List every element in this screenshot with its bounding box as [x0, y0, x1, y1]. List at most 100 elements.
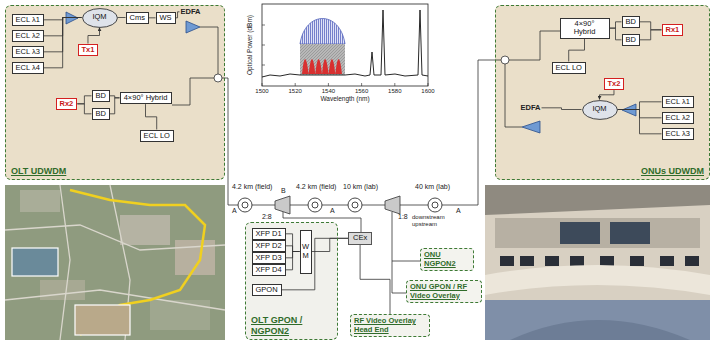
lab-photo — [630, 256, 644, 266]
component-box: ECL λ1 — [662, 96, 694, 109]
optical-path — [222, 60, 501, 205]
port-letter: A — [456, 207, 461, 214]
fiber-spool — [432, 202, 438, 208]
equipment-box: RF Video Overlay Head End — [350, 314, 430, 337]
component-label: BD — [96, 110, 106, 119]
component-box: ECL λ1 — [12, 14, 44, 27]
component-box: BD — [92, 90, 110, 103]
component-label: WS — [160, 14, 172, 23]
component-box: BD — [92, 108, 110, 121]
component-label: XFP D1 — [256, 230, 282, 239]
spectrum-plot — [262, 45, 265, 46]
lab-photo — [485, 185, 710, 340]
component-box: ECL LO — [140, 130, 174, 143]
connector — [146, 104, 157, 129]
component-box: ECL λ3 — [12, 46, 44, 59]
connector — [600, 90, 614, 99]
transceiver-box: Tx2 — [604, 78, 625, 91]
component-box: ECL LO — [552, 62, 586, 75]
connector — [44, 18, 82, 68]
fiber-length: 4.2 km (field) — [296, 183, 336, 190]
spectrum-plot — [262, 65, 265, 66]
amplifier-symbol — [522, 121, 540, 133]
lab-photo — [610, 222, 650, 244]
connector — [618, 110, 662, 134]
equipment-box: ONU GPON / RF Video Overlay — [406, 280, 482, 303]
splitter-symbol — [385, 196, 400, 214]
connector — [88, 28, 100, 44]
connector — [110, 98, 120, 114]
modulator-ellipse: IQM — [82, 8, 118, 28]
map-photo — [40, 280, 85, 300]
fiber-spool — [312, 202, 318, 208]
component-label: ECL λ1 — [666, 98, 690, 107]
modulator-shape — [582, 100, 617, 119]
component-box: Cms — [126, 12, 149, 25]
component-label: ECL λ4 — [16, 64, 40, 73]
connector — [312, 238, 349, 251]
component-box: XFP D2 — [252, 240, 286, 253]
component-label: EDFA — [521, 104, 541, 113]
component-label: ECL LO — [144, 132, 170, 141]
modulator-shape — [82, 8, 117, 27]
panel-fill — [5, 5, 710, 340]
amplifier-label: EDFA — [180, 8, 202, 17]
component-label: IQM — [92, 13, 106, 22]
tick-label: 1580 — [388, 88, 401, 94]
optical-path — [509, 31, 560, 60]
spectrum-plot — [262, 25, 428, 86]
connector — [286, 234, 300, 252]
tick-label: 1560 — [355, 88, 368, 94]
fiber-length: 4.2 km (field) — [232, 183, 272, 190]
lab-photo — [600, 256, 614, 266]
tick-label: 1520 — [289, 88, 302, 94]
connector — [640, 30, 662, 40]
modulator-ellipse: IQM — [582, 100, 618, 120]
component-label: IQM — [592, 105, 606, 114]
axis-title: Optical Power (dBm) — [247, 15, 254, 75]
map-photo — [150, 300, 210, 330]
connector — [149, 17, 156, 18]
component-label: Rx1 — [666, 26, 680, 35]
component-box: WS — [156, 12, 176, 25]
spectrum-plot — [295, 83, 296, 86]
component-label: ECL λ2 — [666, 114, 690, 123]
map-photo — [70, 190, 205, 335]
spectrum-plot — [262, 4, 428, 86]
coupler-symbol — [214, 56, 509, 82]
panel-fill — [245, 222, 338, 340]
map-photo — [120, 215, 170, 245]
amplifier-symbol — [622, 104, 636, 116]
lab-photo — [500, 256, 514, 266]
lab-photo — [485, 185, 710, 215]
lab-photo — [685, 256, 699, 266]
map-photo — [5, 185, 225, 340]
connector — [77, 96, 91, 104]
fiber-spool — [348, 198, 362, 212]
component-box: ECL λ2 — [12, 30, 44, 43]
fiber-spool — [428, 198, 442, 212]
transceiver-box: Rx1 — [662, 24, 684, 37]
connector — [176, 12, 180, 18]
connector — [610, 22, 622, 28]
component-label: ECL λ2 — [16, 32, 40, 41]
port-letter: B — [281, 187, 286, 194]
component-box: BD — [622, 34, 640, 47]
component-box: ECL λ2 — [662, 112, 694, 125]
component-label: ECL λ3 — [666, 130, 690, 139]
splitter-symbol — [275, 196, 400, 214]
amplifier-symbol — [66, 12, 636, 133]
fiber-spool — [352, 202, 358, 208]
connector — [77, 104, 91, 114]
port-letter: A — [232, 207, 237, 214]
direction-label: downstream — [412, 214, 445, 220]
panel-title: ONUs UDWDM — [641, 166, 704, 176]
lab-photo — [510, 320, 690, 340]
component-label: WM — [302, 243, 310, 260]
optical-path — [68, 18, 560, 293]
connector — [542, 108, 582, 110]
